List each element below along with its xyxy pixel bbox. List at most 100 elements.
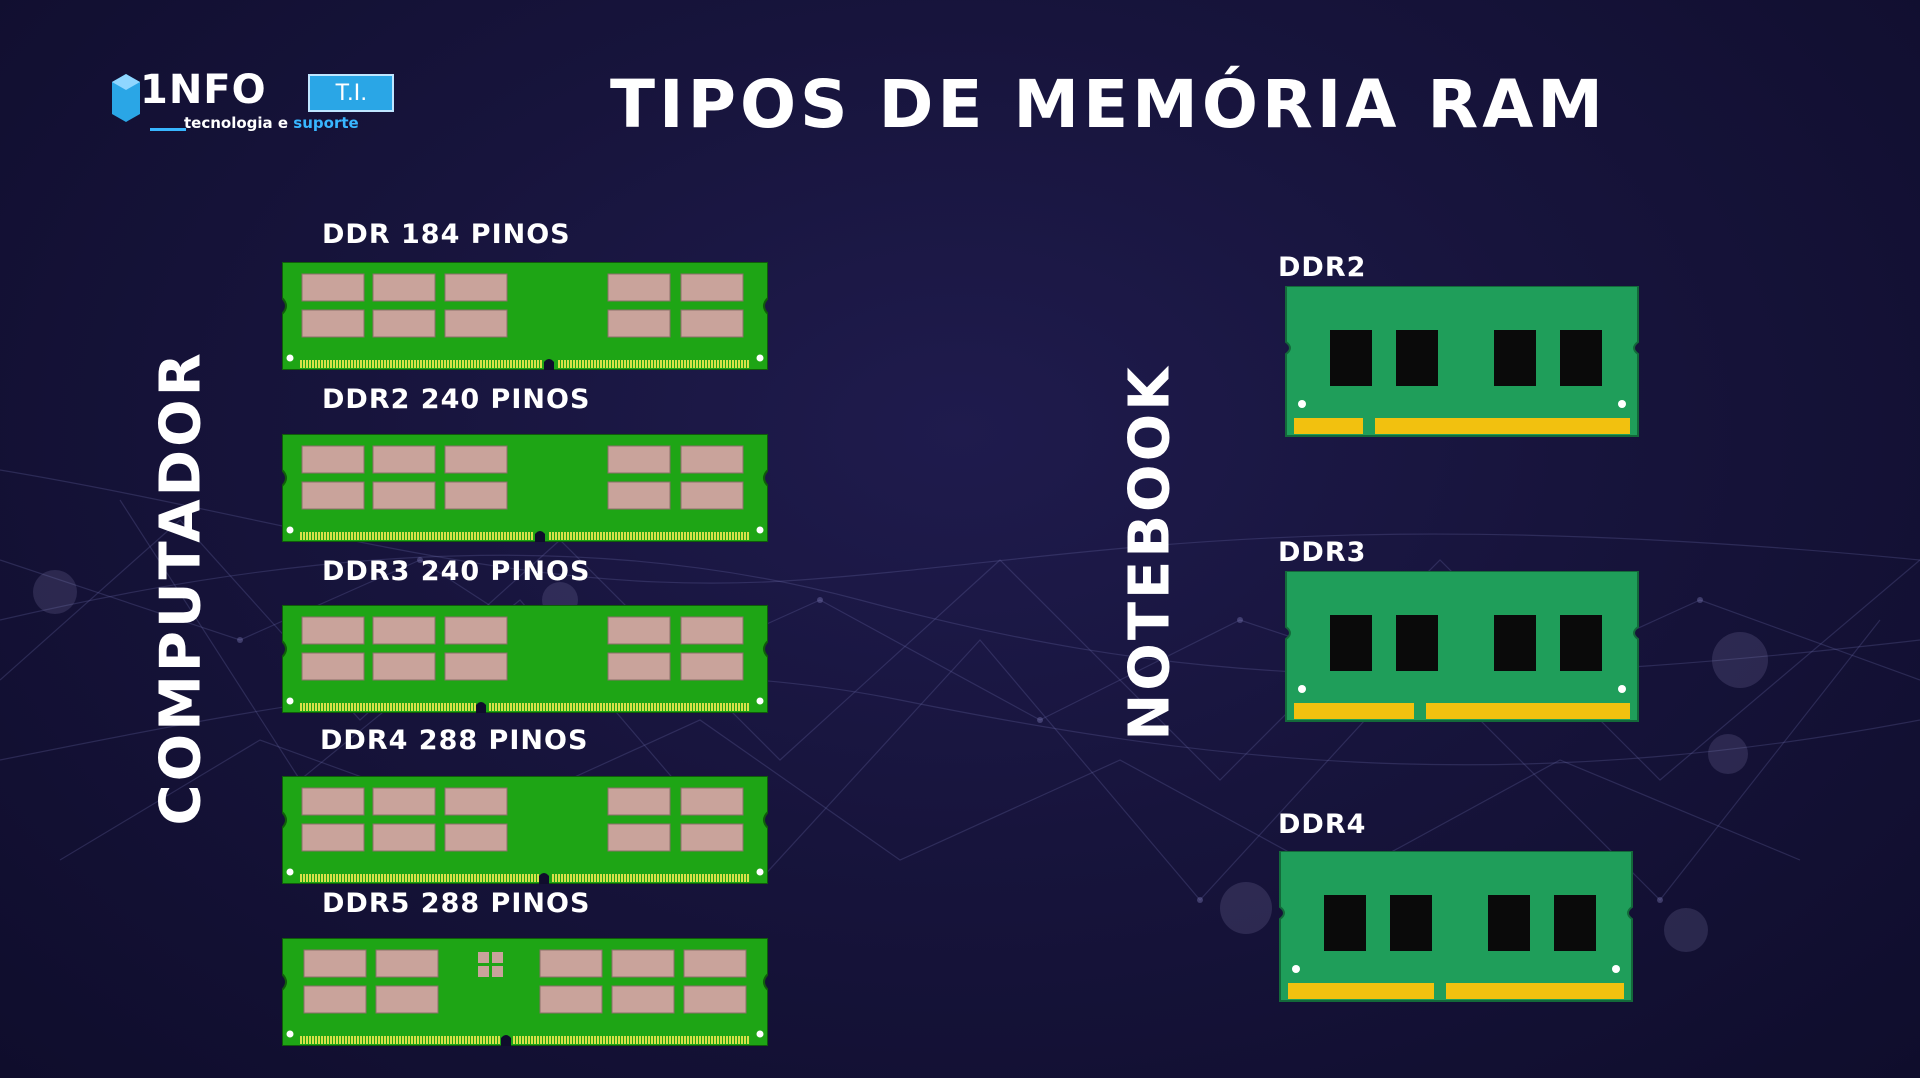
module-label-ddr2: DDR2 240 PINOS [322,384,591,415]
gold-contact [321,874,323,882]
gold-contact [699,874,701,882]
gold-contact [630,874,632,882]
gold-contact [747,703,749,711]
gold-contact [711,874,713,882]
module-label-ddr5: DDR5 288 PINOS [322,888,591,919]
logo-badge: T.I. [308,74,394,112]
gold-contact [492,1036,494,1044]
gold-contact [678,703,680,711]
gold-contact [393,874,395,882]
gold-contact [408,1036,410,1044]
gold-contact [693,1036,695,1044]
gold-contact [702,703,704,711]
gold-contact [507,703,509,711]
gold-contact [540,360,542,368]
gold-contact [327,703,329,711]
gold-contact [687,360,689,368]
module-label-ddr: DDR 184 PINOS [322,219,571,250]
gold-contact [462,703,464,711]
gold-contact [744,532,746,540]
memory-chip [444,823,508,852]
gold-contact [396,703,398,711]
gold-contact [570,703,572,711]
gold-contact [699,703,701,711]
memory-chip [301,823,365,852]
gold-contact [702,1036,704,1044]
logo-underline [150,128,186,131]
memory-chip [539,985,603,1014]
gold-contact [369,360,371,368]
gold-contact [636,360,638,368]
key-notch [501,1035,511,1046]
gold-contact [513,874,515,882]
gold-contact [522,360,524,368]
key-notch [535,531,545,542]
memory-chip [372,616,436,645]
gold-contact [300,1036,302,1044]
gold-contact [657,874,659,882]
gold-contact [342,360,344,368]
gold-contact [600,360,602,368]
gold-contact [441,532,443,540]
gold-contact [444,532,446,540]
gold-contact [426,874,428,882]
memory-chip [680,787,744,816]
gold-contact [456,1036,458,1044]
gold-contact [579,703,581,711]
gold-contact [615,1036,617,1044]
gold-contact [486,532,488,540]
gold-contact [456,532,458,540]
gold-contact [432,703,434,711]
gold-contact [309,703,311,711]
gold-contact [612,703,614,711]
gold-contact [477,532,479,540]
gold-contact [510,703,512,711]
gold-contact [522,703,524,711]
gold-contact [720,532,722,540]
gold-contact [387,874,389,882]
gold-contact [633,874,635,882]
gold-contact [390,360,392,368]
gold-contact [573,703,575,711]
gold-contact [729,874,731,882]
gold-contact [357,360,359,368]
gold-contact [615,874,617,882]
gold-contact [414,703,416,711]
gold-contact [564,1036,566,1044]
gold-contact [654,703,656,711]
gold-contact [618,532,620,540]
gold-contact [558,360,560,368]
gold-contact [492,874,494,882]
gold-contact [312,1036,314,1044]
gold-contact [480,360,482,368]
memory-chip [607,445,671,474]
memory-chip [680,616,744,645]
gold-contact [708,360,710,368]
gold-contact [450,874,452,882]
gold-contact [351,874,353,882]
gold-contact [372,360,374,368]
gold-contact [735,360,737,368]
gold-contact [372,703,374,711]
memory-chip [444,445,508,474]
gold-contact [306,874,308,882]
memory-chip [372,273,436,302]
gold-contact [516,703,518,711]
gold-contact [375,874,377,882]
gold-contact [576,1036,578,1044]
gold-contact [363,874,365,882]
gold-contact [399,1036,401,1044]
memory-chip [1554,895,1596,951]
gold-contact [741,360,743,368]
gold-contact [531,360,533,368]
gold-contact [537,874,539,882]
memory-chip [444,481,508,510]
gold-contact [741,703,743,711]
gold-contact [336,360,338,368]
gold-contact [594,1036,596,1044]
memory-chip [680,652,744,681]
gold-contact [456,874,458,882]
gold-contact [684,703,686,711]
gold-contact [609,1036,611,1044]
gold-contact [663,532,665,540]
